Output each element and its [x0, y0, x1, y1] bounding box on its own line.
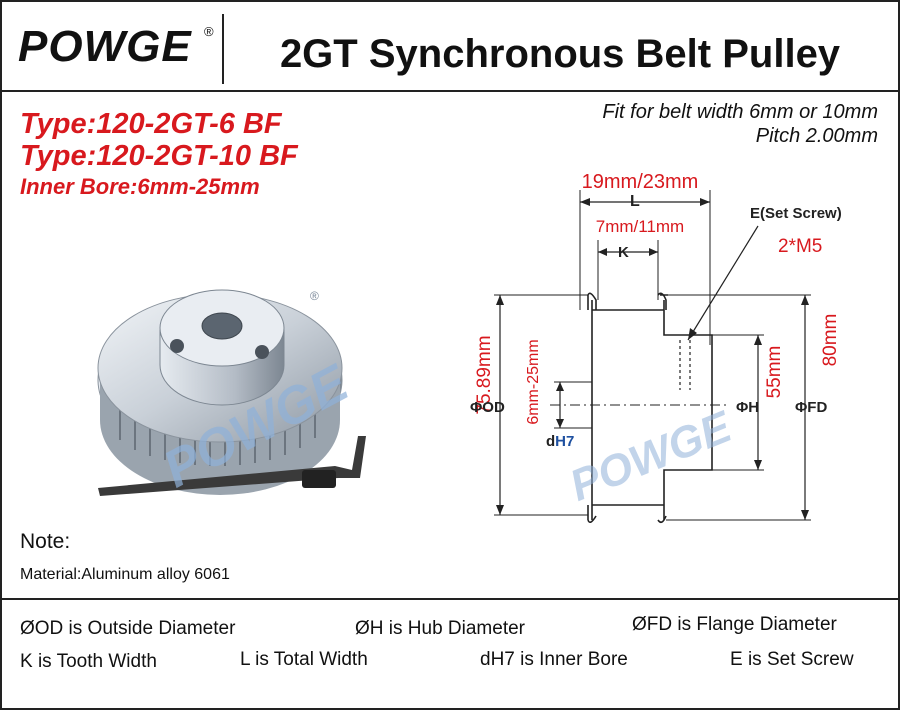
- fd-label: ΦFD: [795, 399, 827, 416]
- material-text: Material:Aluminum alloy 6061: [20, 566, 230, 583]
- set-screw-arrow: [688, 328, 697, 340]
- brand-logo: POWGE: [18, 22, 192, 71]
- legend-h: ØH is Hub Diameter: [355, 618, 525, 639]
- hub-arrow-top: [754, 335, 762, 345]
- photo-registered: ®: [310, 289, 319, 303]
- l-arrow-left: [580, 198, 590, 206]
- od-arrow-top: [496, 295, 504, 305]
- legend-divider: [0, 598, 898, 600]
- fd-value: 80mm: [820, 314, 841, 367]
- hub-label: ΦH: [736, 399, 759, 416]
- pitch-text: Pitch 2.00mm: [755, 125, 878, 147]
- hub-value: 55mm: [764, 346, 785, 399]
- od-arrow-bottom: [496, 505, 504, 515]
- type-line-10: Type:120-2GT-10 BF: [20, 140, 298, 172]
- legend-l: L is Total Width: [240, 649, 368, 670]
- l-label: L: [630, 193, 640, 210]
- fit-info: Fit for belt width 6mm or 10mm Pitch 2.0…: [602, 100, 878, 148]
- header-divider: [222, 14, 224, 84]
- k-label: K: [618, 244, 629, 261]
- pulley-diagram: 19mm/23mm L 7mm/11mm K E(Set Screw) 2*M5…: [470, 171, 842, 524]
- fd-arrow-top: [801, 295, 809, 305]
- product-photo: ® POWGE: [97, 289, 366, 499]
- hex-key-shape: [98, 436, 366, 496]
- od-value: 75.89mm: [474, 335, 495, 414]
- screw-hole-dashes: [679, 340, 691, 390]
- legend-od: ØOD is Outside Diameter: [20, 618, 236, 639]
- bore-label-d-text: d: [546, 433, 555, 450]
- set-screw-label: E(Set Screw): [750, 205, 842, 222]
- legend-e: E is Set Screw: [730, 649, 854, 670]
- pulley-bore-shape: [201, 312, 243, 340]
- total-width-value: 19mm/23mm: [582, 171, 699, 193]
- tooth-width-value: 7mm/11mm: [596, 217, 684, 236]
- legend-k: K is Tooth Width: [20, 651, 157, 672]
- belt-width-text: Fit for belt width 6mm or 10mm: [602, 101, 878, 123]
- bore-arrow-top: [556, 382, 564, 391]
- l-arrow-right: [700, 198, 710, 206]
- page-title: 2GT Synchronous Belt Pulley: [279, 32, 841, 76]
- bore-label-d: dH7: [546, 433, 574, 450]
- k-arrow-left: [598, 248, 607, 256]
- type-line-6: Type:120-2GT-6 BF: [20, 108, 282, 140]
- set-screw-leader: [687, 225, 759, 341]
- note-title: Note:: [20, 530, 71, 553]
- bore-value: 6mm-25mm: [525, 339, 542, 424]
- legend-fd: ØFD is Flange Diameter: [632, 614, 837, 635]
- hub-arrow-bottom: [754, 460, 762, 470]
- pulley-section: [587, 292, 713, 524]
- od-label: ΦOD: [470, 399, 505, 416]
- fd-arrow-bottom: [801, 510, 809, 520]
- set-screw-hole-left: [170, 339, 184, 353]
- header: [0, 0, 898, 92]
- type-block: Type:120-2GT-6 BF Type:120-2GT-10 BF Inn…: [20, 108, 298, 202]
- registered-mark: ®: [204, 24, 214, 39]
- inner-bore-line: Inner Bore:6mm-25mm: [20, 174, 260, 199]
- bore-label-h7: H7: [555, 433, 574, 450]
- diagram-watermark: POWGE: [563, 402, 739, 511]
- legend-dh7: dH7 is Inner Bore: [480, 649, 628, 670]
- set-screw-hole-right: [255, 345, 269, 359]
- bore-arrow-bottom: [556, 419, 564, 428]
- set-screw-part: [302, 470, 336, 488]
- set-screw-value: 2*M5: [778, 236, 822, 257]
- k-arrow-right: [649, 248, 658, 256]
